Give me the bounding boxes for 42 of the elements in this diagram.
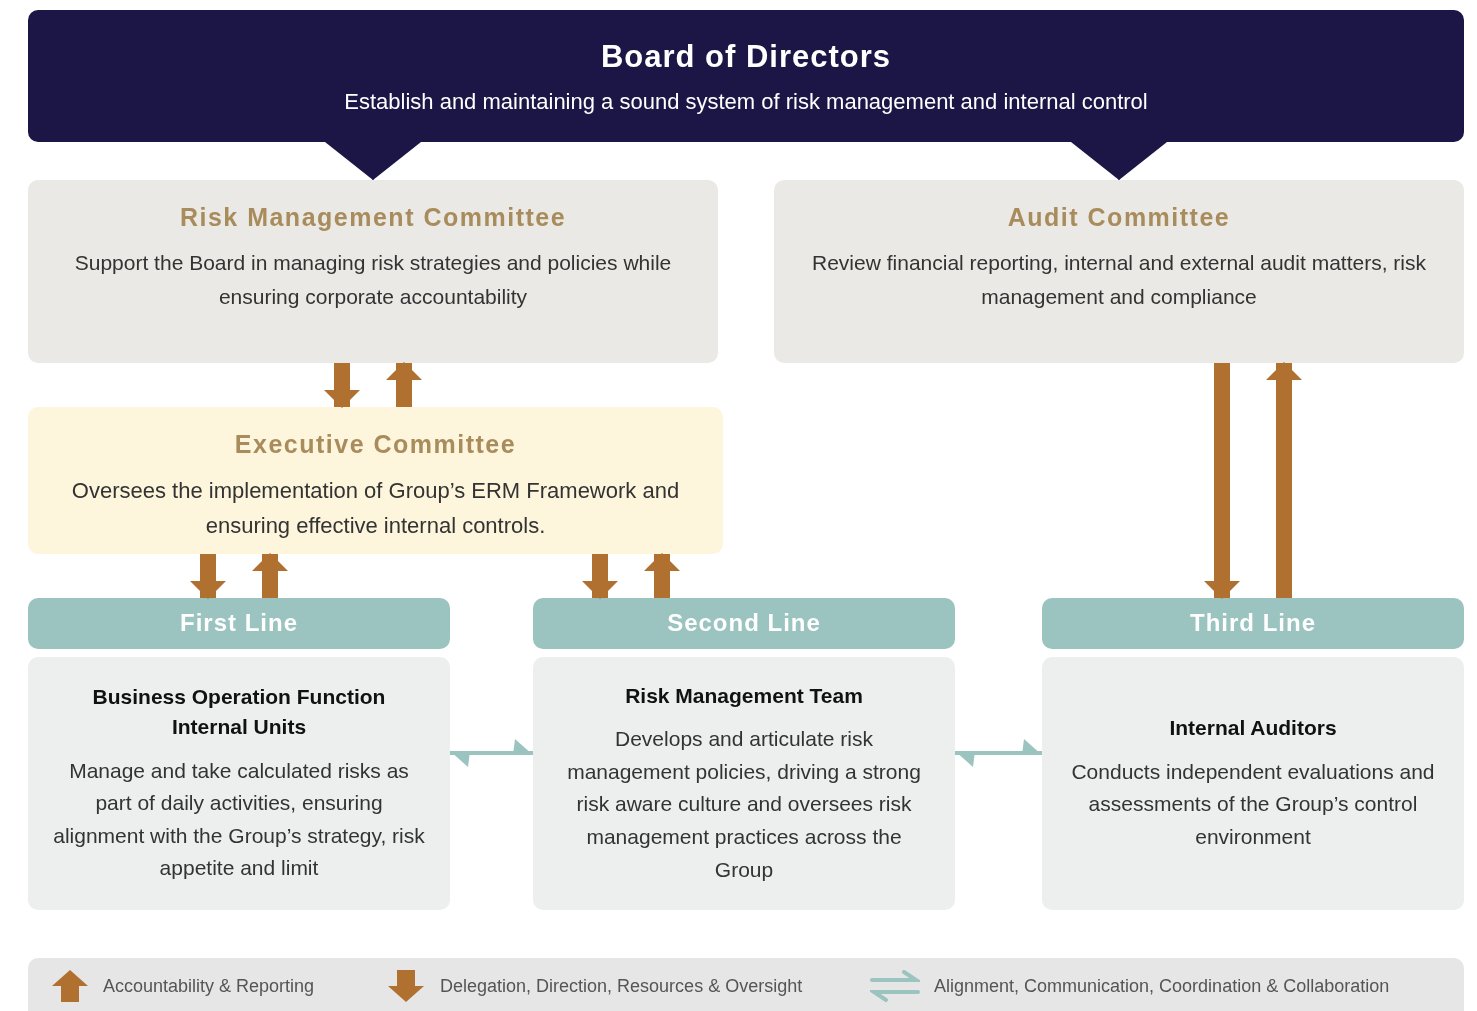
- legend-label: Delegation, Direction, Resources & Oversight: [440, 976, 803, 997]
- block-arrow: [190, 554, 226, 599]
- committee-title: Audit Committee: [1007, 202, 1231, 232]
- role-card: [533, 657, 955, 910]
- committee-box: [774, 180, 1464, 363]
- role-card: [28, 657, 450, 910]
- exchange-arrow: [450, 739, 533, 767]
- line-header-band: [28, 598, 450, 649]
- line-title: Third Line: [1190, 609, 1316, 638]
- line-header-band: [533, 598, 955, 649]
- exchange-arrow: [955, 739, 1042, 767]
- block-arrow: [252, 553, 288, 598]
- board-panel: [28, 10, 1464, 142]
- block-arrow: [1204, 363, 1240, 599]
- committee-description: Oversees the implementation of Group’s ERM Framework and ensuring effective internal controls.: [70, 477, 681, 541]
- block-arrow: [386, 362, 422, 407]
- block-arrow: [1266, 362, 1302, 598]
- block-arrow: [644, 553, 680, 598]
- legend-label: Accountability & Reporting: [103, 976, 315, 997]
- board-description: Establish and maintaining a sound system of risk management and internal control: [344, 89, 1148, 116]
- committee-box: [28, 407, 723, 554]
- pointer-arrow: [325, 141, 421, 181]
- board-title: Board of Directors: [600, 38, 892, 76]
- role-card: [1042, 657, 1464, 910]
- block-arrow: [324, 363, 360, 408]
- committee-title: Risk Management Committee: [179, 202, 567, 232]
- line-title: First Line: [180, 609, 298, 638]
- block-arrow: [582, 554, 618, 599]
- line-title: Second Line: [667, 609, 821, 638]
- pointer-arrow: [1071, 141, 1167, 181]
- role-title: Risk Management Team: [625, 682, 863, 709]
- role-title: Business Operation Function Internal Units: [91, 683, 387, 741]
- committee-title: Executive Committee: [234, 429, 517, 459]
- role-title: Internal Auditors: [1169, 715, 1337, 742]
- committee-box: [28, 180, 718, 363]
- legend-label: Alignment, Communication, Coordination & Collaboration: [934, 976, 1390, 997]
- committee-description: Support the Board in managing risk strategies and policies while ensuring corporate accountability: [73, 250, 673, 310]
- role-description: Conducts independent evaluations and assessments of the Group’s control environment: [1070, 758, 1436, 850]
- committee-description: Review financial reporting, internal and external audit matters, risk management and compliance: [811, 250, 1427, 310]
- role-description: Develops and articulate risk management policies, driving a strong risk aware culture and oversees risk management practices across the Group: [566, 726, 922, 883]
- line-header-band: [1042, 598, 1464, 649]
- role-description: Manage and take calculated risks as part of daily activities, ensuring alignment with the Group’s strategy, risk appetite and limit: [52, 757, 426, 882]
